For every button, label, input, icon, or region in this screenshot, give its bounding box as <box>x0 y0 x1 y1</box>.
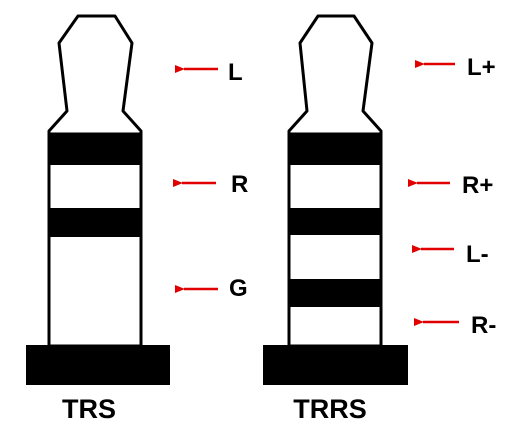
trrs-band-3 <box>289 279 381 307</box>
label-l-plus: L+ <box>467 54 496 81</box>
trs-base <box>26 345 170 385</box>
trrs-sleeve-body <box>287 132 383 348</box>
trrs-label-l-minus: L- <box>412 241 489 268</box>
trrs-band-1 <box>289 134 381 165</box>
trs-band-1 <box>49 134 141 165</box>
trs-label-r: R <box>173 171 248 198</box>
trrs-base <box>263 345 408 385</box>
trrs-tip <box>287 14 383 136</box>
trrs-label-r-plus: R+ <box>408 172 493 199</box>
trrs-label-l-plus: L+ <box>415 54 496 81</box>
trrs-plug <box>263 14 408 385</box>
trs-sleeve-body <box>47 132 143 348</box>
label-r-plus: R+ <box>462 172 493 199</box>
trs-label-g: G <box>175 275 248 302</box>
label-r-minus: R- <box>471 312 496 339</box>
trs-tip <box>47 14 143 136</box>
label-r: R <box>231 171 248 198</box>
trs-plug <box>26 14 170 385</box>
label-l: L <box>228 59 243 86</box>
caption-trrs: TRRS <box>293 394 367 423</box>
trrs-band-2 <box>289 208 381 235</box>
label-g: G <box>229 275 248 302</box>
caption-trs: TRS <box>62 394 116 423</box>
trs-band-2 <box>49 208 141 237</box>
trrs-label-r-minus: R- <box>414 312 496 339</box>
label-l-minus: L- <box>466 241 489 268</box>
trs-label-l: L <box>175 59 243 86</box>
